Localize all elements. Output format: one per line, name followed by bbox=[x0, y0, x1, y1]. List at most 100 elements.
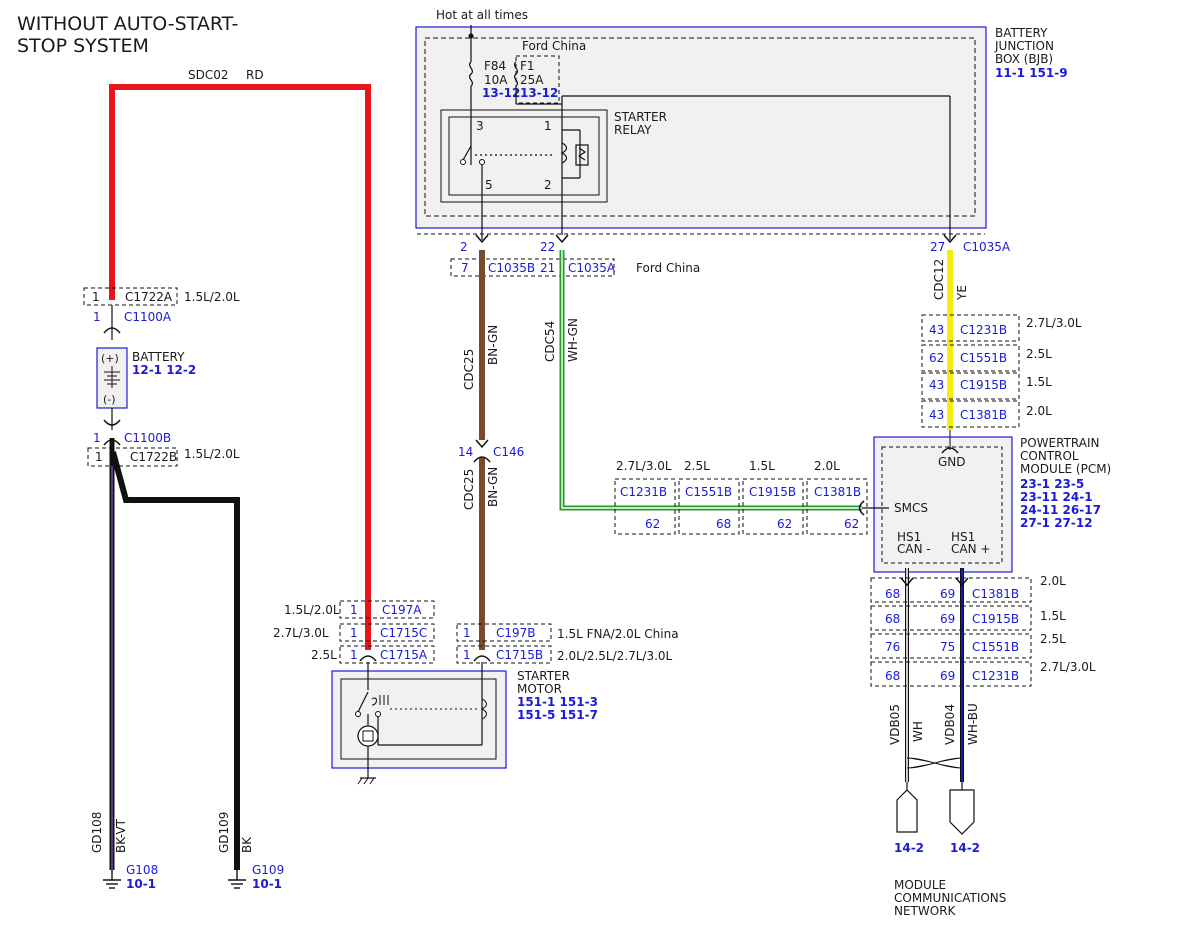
svg-text:1: 1 bbox=[93, 431, 101, 445]
svg-text:BK: BK bbox=[240, 836, 254, 853]
svg-text:C1231B: C1231B bbox=[960, 323, 1007, 337]
starter-left-connectors: 1.5L/2.0L 1 C197A 2.7L/3.0L 1 C1715C 2.5… bbox=[273, 600, 435, 664]
svg-text:2.0L: 2.0L bbox=[1040, 574, 1066, 588]
svg-text:CDC54: CDC54 bbox=[543, 321, 557, 362]
svg-text:24-11 26-17: 24-11 26-17 bbox=[1020, 503, 1101, 517]
svg-text:(+): (+) bbox=[101, 352, 119, 365]
svg-text:1: 1 bbox=[93, 310, 101, 324]
svg-text:GD109: GD109 bbox=[217, 812, 231, 853]
svg-text:HS1: HS1 bbox=[951, 530, 975, 544]
svg-text:2.7L/3.0L: 2.7L/3.0L bbox=[616, 459, 672, 473]
svg-text:5: 5 bbox=[485, 178, 493, 192]
svg-text:1.5L/2.0L: 1.5L/2.0L bbox=[184, 290, 240, 304]
svg-text:22: 22 bbox=[540, 240, 555, 254]
wire-vdb05-label: VDB05 WH bbox=[888, 704, 925, 745]
svg-text:C1915B: C1915B bbox=[972, 612, 1019, 626]
svg-text:10A: 10A bbox=[484, 73, 508, 87]
bjb-name-label: BATTERY JUNCTION BOX (BJB) 11-1 151-9 bbox=[994, 26, 1068, 80]
svg-text:C1915B: C1915B bbox=[749, 485, 796, 499]
svg-text:NETWORK: NETWORK bbox=[894, 904, 957, 918]
svg-text:HS1: HS1 bbox=[897, 530, 921, 544]
svg-text:68: 68 bbox=[885, 669, 900, 683]
svg-text:1: 1 bbox=[95, 450, 103, 464]
svg-text:STOP SYSTEM: STOP SYSTEM bbox=[17, 35, 149, 57]
svg-text:2.7L/3.0L: 2.7L/3.0L bbox=[1040, 660, 1096, 674]
svg-text:C1915B: C1915B bbox=[960, 378, 1007, 392]
wire-gd109-label: GD109 BK bbox=[217, 812, 254, 853]
c146-connector: 14 C146 bbox=[458, 439, 524, 463]
svg-text:VDB05: VDB05 bbox=[888, 704, 902, 745]
svg-text:C1035A: C1035A bbox=[568, 261, 616, 275]
wire-cdc25-label-lower: CDC25 BN-GN bbox=[462, 467, 500, 510]
svg-text:2.5L: 2.5L bbox=[684, 459, 710, 473]
svg-text:RELAY: RELAY bbox=[614, 123, 652, 137]
svg-text:21: 21 bbox=[540, 261, 555, 275]
svg-text:BN-GN: BN-GN bbox=[486, 325, 500, 365]
svg-text:14: 14 bbox=[458, 445, 473, 459]
svg-text:SDC02: SDC02 bbox=[188, 68, 229, 82]
svg-text:WH-GN: WH-GN bbox=[566, 318, 580, 362]
svg-text:BATTERY: BATTERY bbox=[995, 26, 1048, 40]
svg-text:7: 7 bbox=[461, 261, 469, 275]
wire-cdc54-stripe bbox=[561, 250, 862, 509]
starter-relay-label: STARTER RELAY bbox=[614, 110, 667, 137]
svg-text:Ford China: Ford China bbox=[636, 261, 700, 275]
wire-cdc54-label: CDC54 WH-GN bbox=[543, 318, 580, 362]
svg-text:1: 1 bbox=[463, 626, 471, 640]
svg-text:C1381B: C1381B bbox=[814, 485, 861, 499]
svg-text:1: 1 bbox=[544, 119, 552, 133]
network-label: 14-2 14-2 MODULE COMMUNICATIONS NETWORK bbox=[894, 841, 1006, 918]
svg-text:C1551B: C1551B bbox=[972, 640, 1019, 654]
battery-bottom-connector: 1 C1100B 1 C1722B 1.5L/2.0L bbox=[87, 431, 240, 467]
svg-text:POWERTRAIN: POWERTRAIN bbox=[1020, 436, 1100, 450]
battery-junction-box bbox=[415, 26, 987, 229]
svg-text:C1035A: C1035A bbox=[963, 240, 1011, 254]
svg-text:CAN +: CAN + bbox=[951, 542, 990, 556]
svg-text:C1381B: C1381B bbox=[960, 408, 1007, 422]
svg-text:2: 2 bbox=[460, 240, 468, 254]
svg-text:F84: F84 bbox=[484, 59, 506, 73]
svg-text:62: 62 bbox=[777, 517, 792, 531]
svg-text:62: 62 bbox=[645, 517, 660, 531]
can-minus-arrow-icon bbox=[900, 577, 914, 587]
svg-text:27-1 27-12: 27-1 27-12 bbox=[1020, 516, 1093, 530]
svg-text:12-1 12-2: 12-1 12-2 bbox=[132, 363, 196, 377]
svg-text:GD108: GD108 bbox=[90, 812, 104, 853]
svg-text:C197B: C197B bbox=[496, 626, 536, 640]
starter-motor-box bbox=[331, 655, 507, 769]
svg-text:2: 2 bbox=[544, 178, 552, 192]
svg-text:13-12: 13-12 bbox=[482, 86, 520, 100]
svg-text:STARTER: STARTER bbox=[517, 669, 570, 683]
fuse-f84: F84 10A 13-12 bbox=[468, 25, 520, 100]
svg-text:27: 27 bbox=[930, 240, 945, 254]
wire-sdc02-red bbox=[109, 84, 371, 650]
svg-text:WH: WH bbox=[911, 721, 925, 742]
relay-contact-icon bbox=[460, 159, 466, 165]
svg-text:151-5 151-7: 151-5 151-7 bbox=[517, 708, 598, 722]
ground-g109-label: G109 10-1 bbox=[252, 863, 284, 891]
battery-icon: (+) (-) bbox=[96, 305, 128, 430]
battery-top-connector: 1 C1722A 1.5L/2.0L 1 C1100A bbox=[83, 287, 240, 324]
twisted-pair-icon bbox=[906, 757, 963, 769]
svg-text:23-1 23-5: 23-1 23-5 bbox=[1020, 477, 1084, 491]
svg-text:G108: G108 bbox=[126, 863, 158, 877]
svg-text:1: 1 bbox=[463, 648, 471, 662]
ford-china-connector-row: 7 C1035B 21 C1035A Ford China bbox=[450, 258, 700, 277]
svg-text:CDC25: CDC25 bbox=[462, 349, 476, 390]
starter-motor-label: STARTER MOTOR 151-1 151-3 151-5 151-7 bbox=[517, 669, 598, 722]
svg-text:STARTER: STARTER bbox=[614, 110, 667, 124]
svg-text:CONTROL: CONTROL bbox=[1020, 449, 1079, 463]
wire-cdc12-label: CDC12 YE bbox=[932, 259, 969, 301]
svg-text:2.7L/3.0L: 2.7L/3.0L bbox=[273, 626, 329, 640]
svg-text:C1715C: C1715C bbox=[380, 626, 427, 640]
svg-text:2.5L: 2.5L bbox=[1026, 347, 1052, 361]
pcm-module: GND SMCS HS1 CAN - HS1 CAN + bbox=[858, 430, 1013, 573]
svg-text:GND: GND bbox=[938, 455, 966, 469]
svg-text:1: 1 bbox=[92, 290, 100, 304]
svg-text:C1551B: C1551B bbox=[960, 351, 1007, 365]
diagram-title: WITHOUT AUTO-START- STOP SYSTEM bbox=[17, 13, 238, 57]
starter-motor-icon bbox=[357, 714, 379, 785]
svg-text:SMCS: SMCS bbox=[894, 501, 928, 515]
svg-text:1.5L FNA/2.0L China: 1.5L FNA/2.0L China bbox=[557, 627, 679, 641]
battery-label: BATTERY 12-1 12-2 bbox=[132, 350, 196, 377]
